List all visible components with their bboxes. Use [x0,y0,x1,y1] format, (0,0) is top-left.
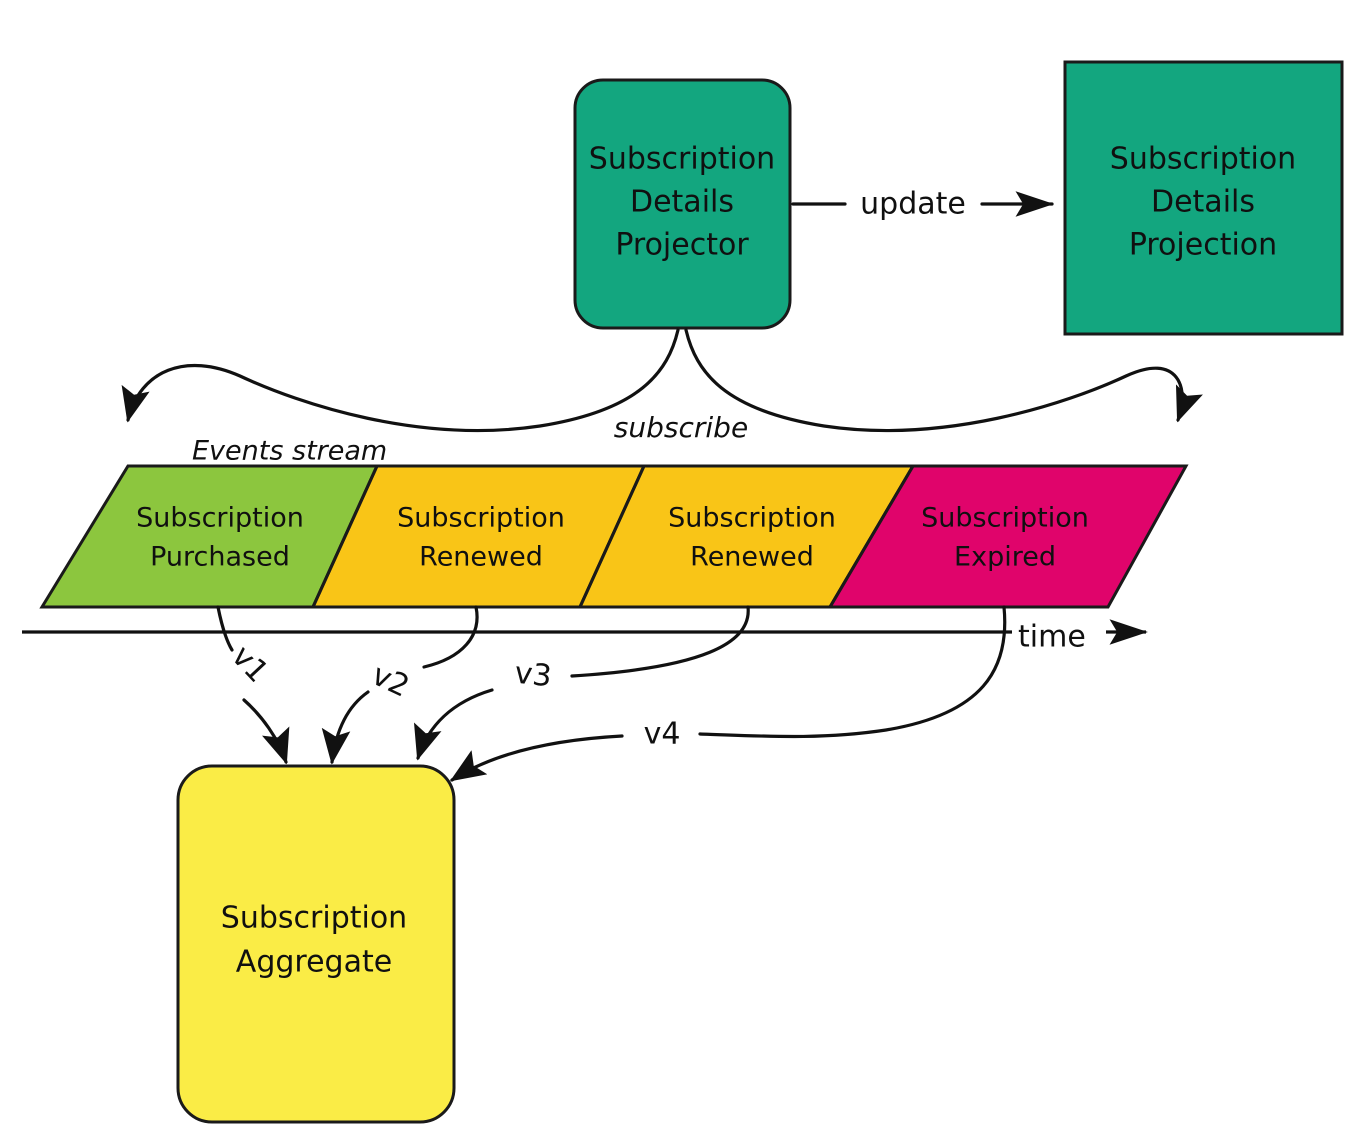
projection-label-line2: Details [1151,185,1255,220]
edge-subscribe: subscribe [121,328,1203,444]
events-stream-caption: Events stream [192,436,387,467]
edge-update-label: update [860,187,966,222]
node-subscription-details-projection[interactable]: Subscription Details Projection [1063,60,1344,336]
edge-subscribe-label: subscribe [614,411,748,444]
edge-v3-tail [414,688,494,761]
stream-divider-3 [828,465,915,608]
edge-update: update [791,187,1054,222]
edge-v1-tail [242,698,290,765]
stream-event-3-line2: Renewed [690,542,814,573]
aggregate-shape [176,764,456,1124]
edge-v3-label: v3 [513,656,553,695]
edge-v2-label: v2 [366,657,414,704]
time-axis-label: time [1018,620,1086,655]
edge-v1: v1 [216,605,290,765]
stream-event-4[interactable]: Subscription Expired [827,464,1189,609]
edge-v3: v3 [414,605,750,761]
projection-label-line1: Subscription [1110,142,1296,177]
edge-v2-tail [321,690,370,765]
aggregate-label-line1: Subscription [221,901,407,936]
edge-subscribe-left-branch [121,328,680,433]
aggregate-label-line2: Aggregate [236,945,392,980]
edge-v4-stub [698,605,1007,739]
node-subscription-aggregate[interactable]: Subscription Aggregate [176,764,456,1124]
stream-divider-1 [311,465,379,608]
stream-event-3[interactable]: Subscription Renewed [577,464,916,609]
stream-event-2-line1: Subscription [397,503,565,534]
node-subscription-details-projector[interactable]: Subscription Details Projector [573,78,792,330]
edge-subscribe-right-branch [684,328,1203,433]
projection-shape [1063,60,1344,336]
edge-v3-stub [570,605,750,678]
projector-shape [573,78,792,330]
projector-label-line1: Subscription [589,142,775,177]
edge-v4: v4 [449,605,1007,782]
edge-v2: v2 [321,605,479,765]
projector-label-line2: Details [630,185,734,220]
projection-label-line3: Projection [1129,228,1277,263]
events-stream-band: Subscription Purchased Subscription Rene… [39,436,1189,609]
stream-divider-2 [578,465,646,608]
edge-v1-stub [216,605,234,652]
stream-event-2-line2: Renewed [419,542,543,573]
edge-v1-label: v1 [224,639,275,690]
stream-event-1-line1: Subscription [136,503,304,534]
stream-event-4-line1: Subscription [921,503,1089,534]
projector-label-line3: Projector [615,228,749,263]
edge-v2-stub [422,605,479,669]
stream-event-1-line2: Purchased [150,542,290,573]
stream-event-4-line2: Expired [954,542,1056,573]
edge-v4-label: v4 [644,717,681,752]
time-axis: time [22,619,1148,655]
stream-event-3-line1: Subscription [668,503,836,534]
edge-v4-tail [449,734,624,782]
